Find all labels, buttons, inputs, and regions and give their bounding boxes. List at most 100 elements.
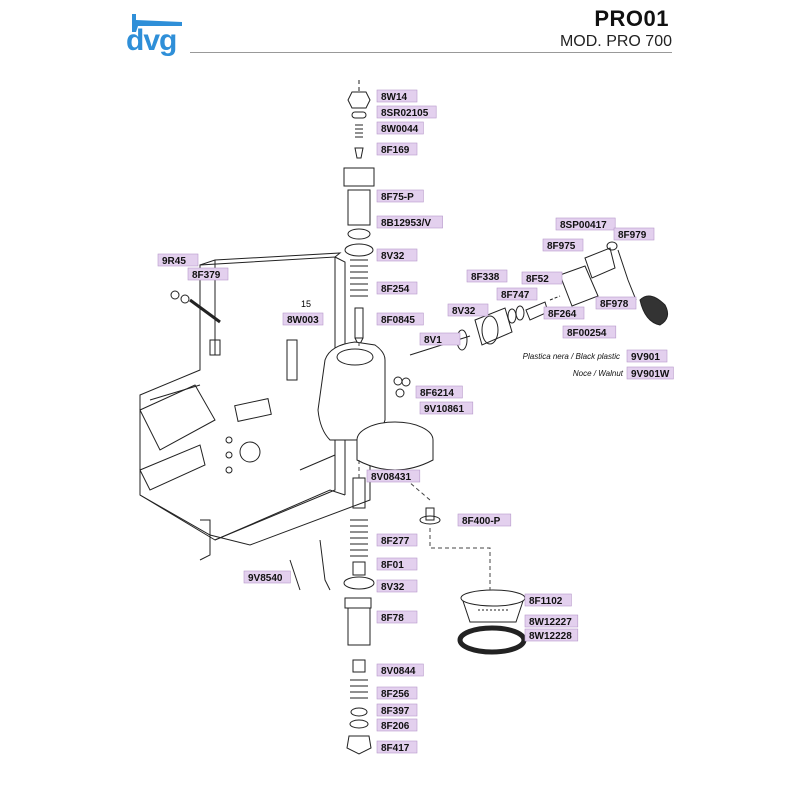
brand-logo: dvg [122,8,192,58]
part-label-box [524,614,579,628]
part-label-box [376,579,418,593]
part-label-box [376,557,418,571]
part-label: 9R45 [157,253,199,267]
part-label: 8F978 [595,296,637,310]
part-label: 8F78 [376,610,418,624]
part-label: 8F254 [376,281,418,295]
part-label: 8F264 [543,306,585,320]
part-label: 8SR02105 [376,105,437,119]
part-label: 8F1102 [524,593,572,607]
part-label: 8F169 [376,142,418,156]
part-label: 8F0845 [376,312,424,326]
part-code: 8SP00417 [560,220,607,231]
part-code: 8F397 [381,706,410,717]
part-label-box [376,248,418,262]
part-code: 9V901W [631,369,670,380]
part-code: 8V32 [381,582,405,593]
part-label-box [415,385,463,399]
part-label: 8F379 [187,267,229,281]
part-code: 8F1102 [529,596,563,607]
part-code: 8F169 [381,145,410,156]
part-label-box [524,628,579,642]
part-label: 8W003 [282,312,324,326]
part-code: 8F379 [192,270,221,281]
part-code: 8F01 [381,560,404,571]
part-code: 8W12228 [529,631,572,642]
part-label-box [376,703,418,717]
part-code: 8F254 [381,284,410,295]
group-head-drawing [317,341,434,471]
part-label: 8W12227 [524,614,579,628]
part-label-box [376,281,418,295]
part-label: 8F256 [376,686,418,700]
part-code: 8F78 [381,613,404,624]
part-note: Noce / Walnut [573,369,624,378]
part-label: 9V901W Noce / Walnut [573,366,674,380]
part-code: 8F52 [526,274,549,285]
part-label: 8W0044 [376,121,424,135]
part-label: 8V32 [376,579,418,593]
part-label: 8V32 [447,303,489,317]
part-label-box [613,227,655,241]
part-label-box [376,663,424,677]
part-label: 8F417 [376,740,418,754]
part-code: 8F256 [381,689,410,700]
part-label-box [419,401,474,415]
part-label-box [376,189,424,203]
part-label-box [626,366,674,380]
part-label-box [626,349,668,363]
part-code: 8F338 [471,272,500,283]
part-label-box [376,533,418,547]
part-label: 8F00254 [562,325,617,339]
part-label-box [376,610,418,624]
steam-tap-assembly-drawing [409,241,669,356]
lower-valve-assembly-drawing [343,477,375,755]
part-code: 8V1 [424,335,442,346]
part-label: 8F52 [521,271,563,285]
part-label: 8F397 [376,703,418,717]
part-code: 8F417 [381,743,410,754]
part-label-box [376,215,443,229]
part-code: 8F747 [501,290,530,301]
part-code: 8F975 [547,241,576,252]
portafilter-logo-icon [132,14,182,32]
part-label: 8B12953/V [376,215,443,229]
part-label-box [447,303,489,317]
part-code: 8F00254 [567,328,607,339]
part-label-box [366,469,421,483]
pin-drawing [419,507,441,525]
part-label: 8F277 [376,533,418,547]
part-code: 8V0844 [381,666,416,677]
part-label-box [243,570,291,584]
part-label-box [376,121,424,135]
header-divider [190,52,672,53]
part-code: 8F978 [600,299,629,310]
part-label: 8F6214 [415,385,463,399]
part-code: 8F277 [381,536,410,547]
drip-tray-grid [139,384,216,491]
part-label-box [376,89,418,103]
part-code: 9V10861 [424,404,464,415]
side-pin-drawing [170,290,221,324]
part-code: 8F264 [548,309,577,320]
part-label: 8V1 [419,332,461,346]
part-label-box [543,306,585,320]
part-label: 9V8540 [243,570,291,584]
part-code: 8W0044 [381,124,419,135]
part-label-box [521,271,563,285]
part-label-box [157,253,199,267]
part-label: 8F400-P [457,513,512,527]
part-label-box [562,325,617,339]
part-code: 8W003 [287,315,319,326]
part-code: 8V32 [452,306,476,317]
part-note: Plastica nera / Black plastic [523,352,620,361]
part-label: 8V32 [376,248,418,262]
part-label: 8F75-P [376,189,424,203]
part-code: 8F0845 [381,315,415,326]
part-label: 8W12228 [524,628,579,642]
part-code: 8F206 [381,721,410,732]
part-label: 8F747 [496,287,538,301]
part-label-box [376,740,418,754]
